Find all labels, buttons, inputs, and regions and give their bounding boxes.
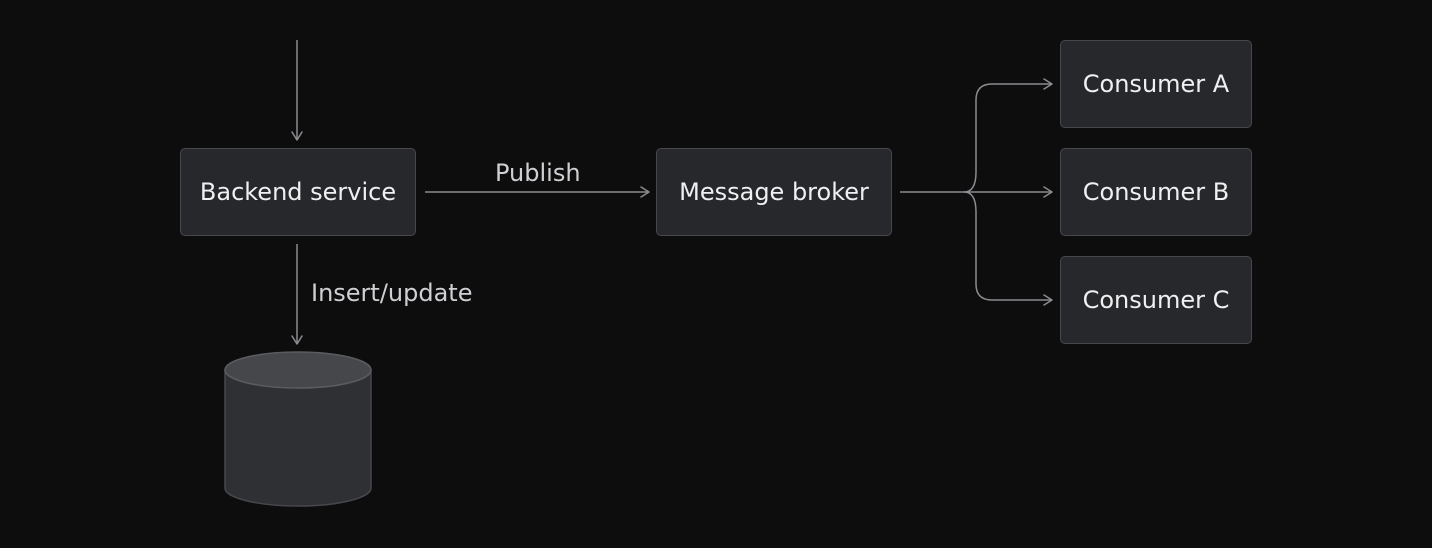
consumer-b-node: Consumer B [1060, 148, 1252, 236]
fanout-arrow-consumer-c [963, 191, 1053, 306]
insert-update-label: Insert/update [311, 279, 473, 307]
consumer-c-node: Consumer C [1060, 256, 1252, 344]
consumer-a-node: Consumer A [1060, 40, 1252, 128]
fanout-arrow-consumer-a [963, 78, 1053, 193]
message-broker-node: Message broker [656, 148, 892, 236]
backend-service-node: Backend service [180, 148, 416, 236]
publish-label: Publish [495, 159, 581, 187]
database-cylinder-icon [224, 351, 372, 507]
